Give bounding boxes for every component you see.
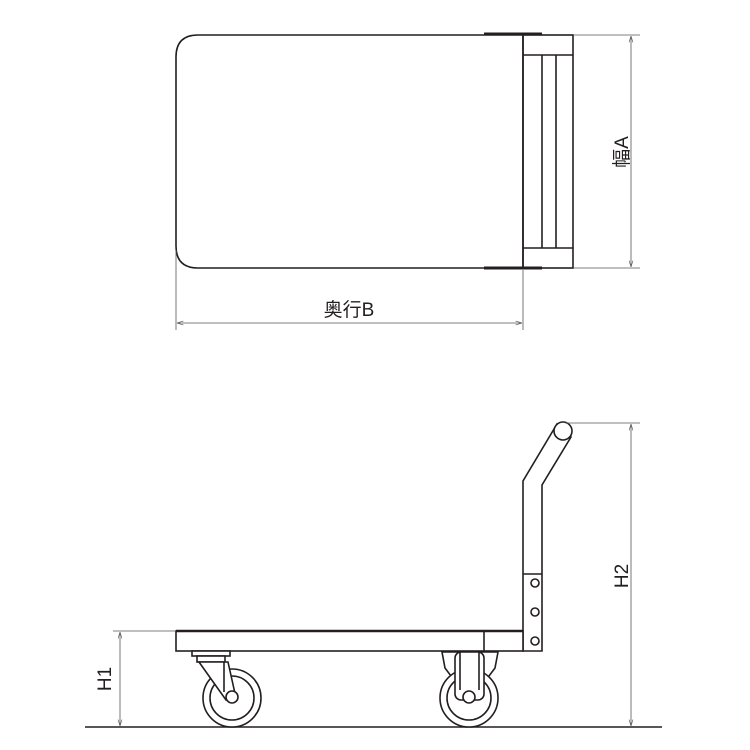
bolt-hole — [530, 607, 540, 617]
handle-top — [522, 34, 574, 269]
width-label: 幅A — [611, 136, 633, 168]
swivel-caster — [191, 650, 262, 728]
rigid-caster — [439, 651, 499, 728]
side-view — [85, 421, 662, 728]
bolt-hole — [530, 578, 540, 588]
width-dimension: 幅A — [574, 34, 640, 269]
deck-side — [175, 630, 524, 652]
h1-label: H1 — [95, 667, 116, 691]
h2-dimension: H2 — [565, 422, 640, 726]
h2-label: H2 — [612, 564, 633, 588]
h1-dimension: H1 — [95, 630, 175, 726]
bolt-hole — [530, 636, 540, 646]
top-view — [175, 32, 574, 270]
depth-label: 奥行B — [324, 299, 375, 321]
deck-top — [175, 34, 524, 269]
handle-grip — [553, 421, 573, 441]
handle-side — [522, 422, 573, 652]
depth-dimension: 奥行B — [175, 250, 524, 330]
